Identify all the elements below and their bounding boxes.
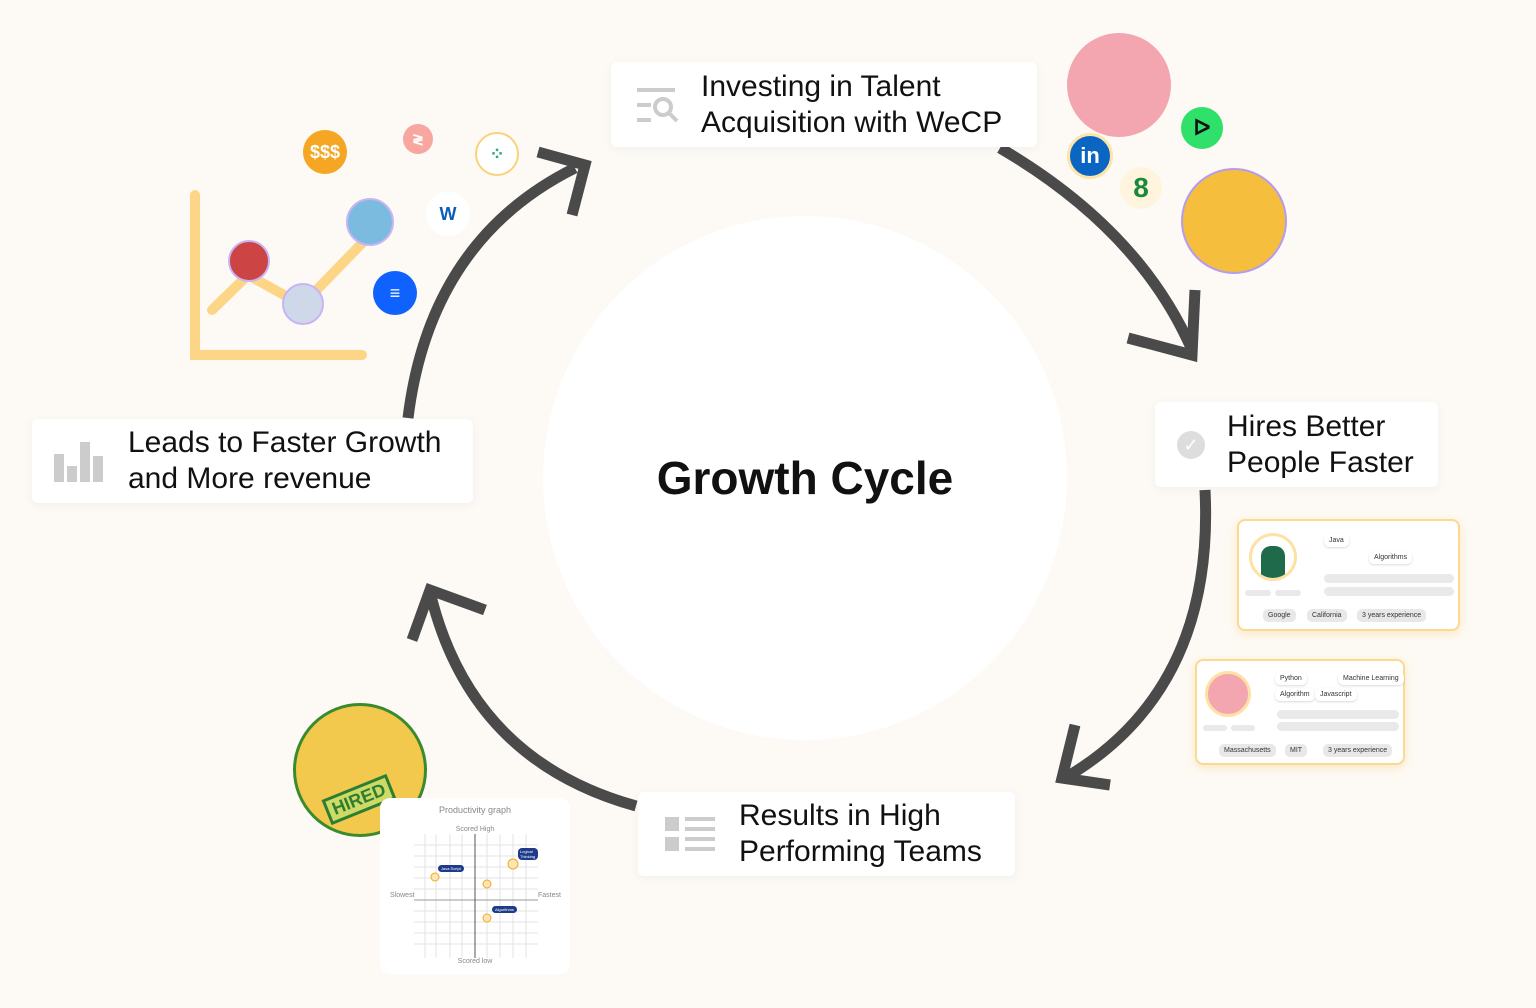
graph-axis-label: Scored High — [455, 826, 495, 833]
lever-logo-icon: ≡ — [373, 271, 417, 315]
linkedin-logo-icon: in — [1067, 133, 1113, 179]
candidate-avatar — [346, 198, 394, 246]
apps-logo-icon: ⁘ — [475, 132, 519, 176]
skill-chip: Machine Learning — [1338, 672, 1404, 685]
tag-chip: 3 years experience — [1323, 744, 1393, 757]
arrowhead — [536, 146, 592, 217]
graph-title: Productivity graph — [438, 805, 512, 815]
tag-chip: California — [1307, 609, 1347, 622]
arrowhead — [1055, 723, 1111, 791]
greenhouse-logo-icon: 8 — [1120, 167, 1162, 209]
step-label: Investing in Talent — [701, 69, 941, 103]
step-label: Performing Teams — [739, 835, 982, 868]
bar-chart-icon — [54, 442, 103, 482]
arrow-top-left — [402, 163, 578, 419]
skill-chip: Algorithms — [1369, 551, 1413, 564]
integration-logo-icon: $$$ — [303, 130, 347, 174]
candidate-avatar — [1249, 533, 1297, 581]
graph-point-label: Algorithms — [492, 906, 517, 913]
tag-chip: MIT — [1285, 744, 1308, 757]
step-label: and More revenue — [128, 462, 372, 495]
candidate-avatar — [1181, 168, 1287, 274]
tag-chip: Google — [1263, 609, 1296, 622]
skill-chip: Algorithm — [1275, 688, 1315, 701]
step-label: Leads to Faster Growth — [128, 426, 442, 459]
graph-axis-label: Slowest — [390, 892, 415, 899]
candidate-profile-card: Python Machine Learning Algorithm Javasc… — [1195, 659, 1405, 765]
candidate-avatar — [1205, 671, 1251, 717]
hackerearth-logo-icon: ᐅ — [1181, 107, 1223, 149]
arrowhead — [406, 582, 487, 642]
step-label: Acquisition with WeCP — [701, 105, 1003, 139]
growth-cycle-center: Growth Cycle — [543, 216, 1067, 740]
step-label: Results in High — [739, 799, 941, 832]
graph-axis-label: Fastest — [538, 892, 561, 899]
tag-chip: 3 years experience — [1357, 609, 1427, 622]
candidate-profile-card: Java Algorithms Google California 3 year… — [1237, 519, 1460, 631]
step-label: People Faster — [1227, 445, 1414, 479]
step-label: Hires Better — [1227, 409, 1386, 443]
arrow-right — [1062, 489, 1212, 783]
arrow-top-right — [997, 143, 1198, 353]
search-list-icon — [637, 87, 679, 122]
list-icon — [665, 817, 715, 851]
tag-chip: Massachusetts — [1219, 744, 1276, 757]
skill-chip: Javascript — [1315, 688, 1357, 701]
check-circle-icon: ✓ — [1177, 430, 1205, 459]
productivity-graph: Productivity graph Scored High Scored lo… — [380, 798, 570, 974]
arrowhead — [1126, 289, 1201, 363]
arrow-bottom-left — [424, 590, 638, 812]
graph-point-label: Logical Thinking — [518, 848, 538, 860]
candidate-avatar — [1067, 33, 1171, 137]
center-title: Growth Cycle — [656, 452, 954, 504]
graph-grid — [414, 834, 538, 958]
graph-point-label: Java Script — [438, 865, 464, 872]
workday-logo-icon: W — [426, 192, 470, 236]
candidate-avatar — [282, 283, 324, 325]
skill-chip: Java — [1324, 534, 1349, 547]
candidate-avatar — [228, 240, 270, 282]
growth-chart-icon — [190, 190, 375, 360]
graph-axis-label: Scored low — [457, 958, 493, 965]
skill-chip: Python — [1275, 672, 1307, 685]
zoho-logo-icon: ≷ — [403, 124, 433, 154]
